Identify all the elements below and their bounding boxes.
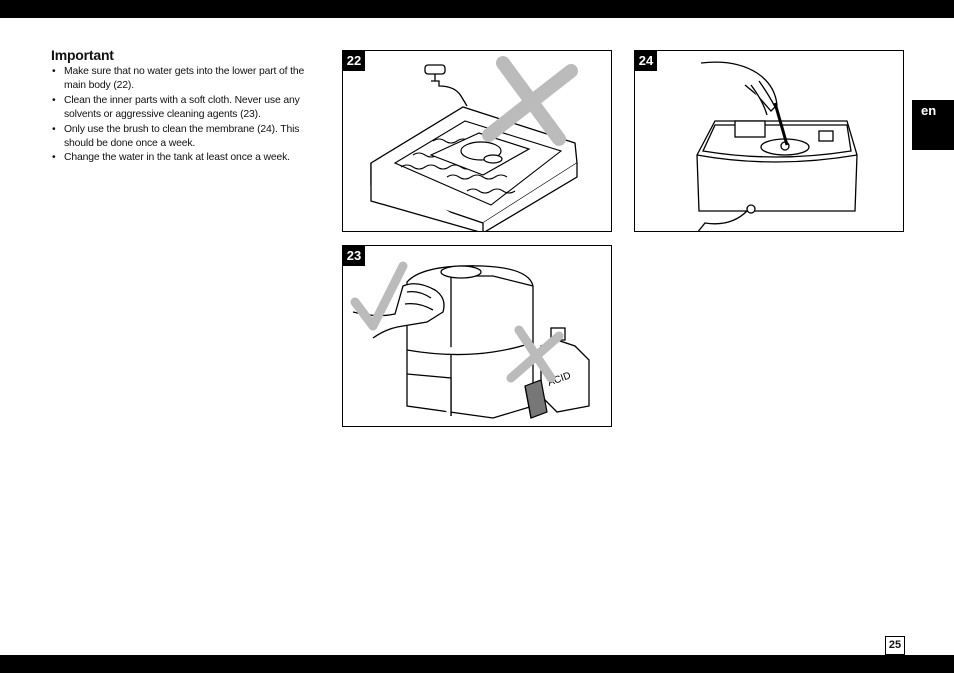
figure-24: 24 (634, 50, 904, 232)
instruction-item: Only use the brush to clean the membrane… (51, 123, 326, 152)
instruction-list: Make sure that no water gets into the lo… (51, 65, 326, 166)
instructions-column: Important Make sure that no water gets i… (51, 47, 326, 166)
instruction-item: Change the water in the tank at least on… (51, 151, 326, 166)
figure-number: 23 (343, 246, 365, 266)
figure-number: 24 (635, 51, 657, 71)
sink-wash-crossed-icon (370, 56, 578, 231)
figure-22: 22 (342, 50, 612, 232)
top-bar (0, 0, 954, 18)
cloth-wipe-check-icon: ACID (350, 261, 590, 419)
important-heading: Important (51, 47, 114, 63)
bottom-bar (0, 655, 954, 673)
instruction-item: Make sure that no water gets into the lo… (51, 65, 326, 94)
figure-number: 22 (343, 51, 365, 71)
figure-23: 23 ACID (342, 245, 612, 427)
instruction-item: Clean the inner parts with a soft cloth.… (51, 94, 326, 123)
brush-membrane-icon (696, 61, 858, 231)
page-number: 25 (885, 636, 905, 655)
language-tab: en (912, 100, 954, 150)
